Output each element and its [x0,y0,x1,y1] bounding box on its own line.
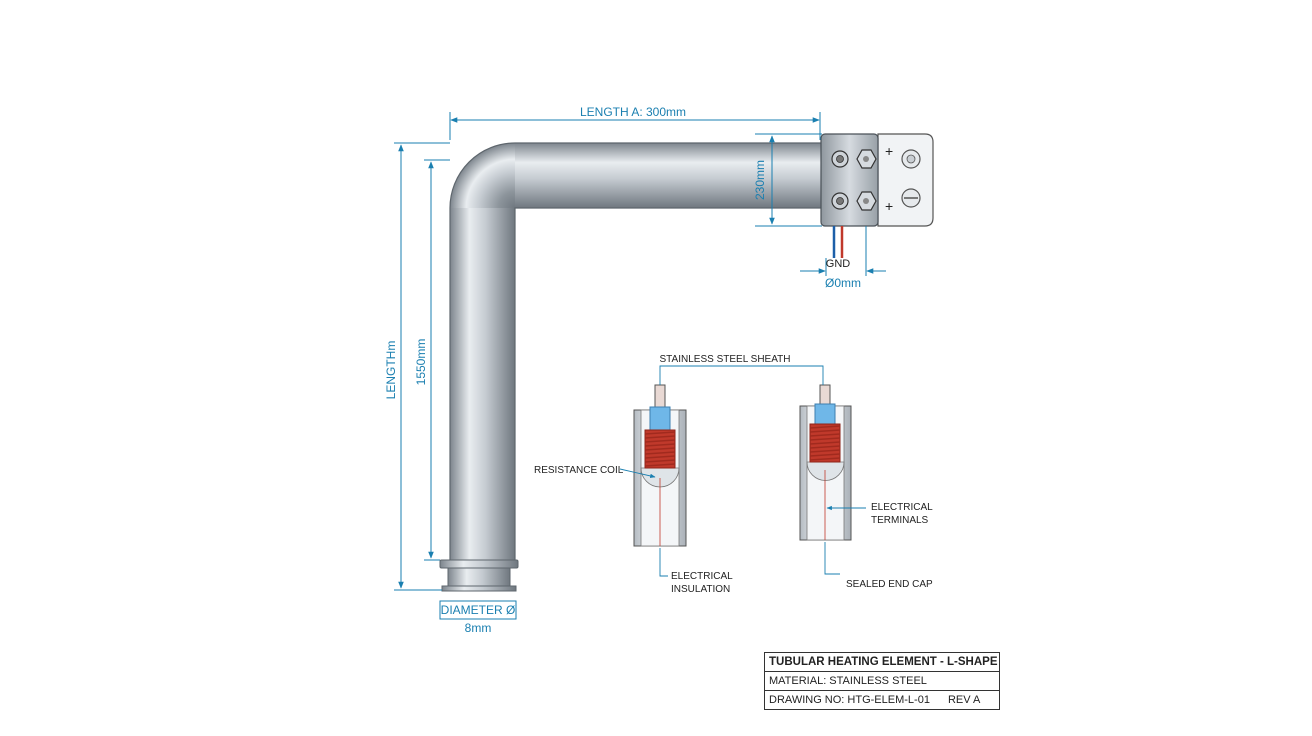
callout-electrical-insulation-line2: INSULATION [671,584,730,595]
plus-sign-bottom: + [885,198,893,214]
plus-sign-top: + [885,143,893,159]
dim-230mm: 230mm [753,160,767,200]
dim-terminal-diameter: Ø0mm [825,276,861,290]
resistance-coil-right [809,423,841,463]
dim-diameter-label: DIAMETER Ø [441,603,516,617]
terminal-box [820,133,934,258]
cross-section-right [799,384,852,541]
callout-sealed-end-cap: SEALED END CAP [846,579,933,590]
callout-leaders [619,365,866,577]
callout-electrical-terminals-line2: TERMINALS [871,515,929,526]
callout-stainless-steel-sheath: STAINLESS STEEL SHEATH [660,354,791,365]
dim-gnd: GND [826,258,851,270]
callout-electrical-insulation-line1: ELECTRICAL [671,571,733,582]
title-block-drawing-no: DRAWING NO: HTG-ELEM-L-01 [769,694,930,706]
title-block: TUBULAR HEATING ELEMENT - L-SHAPE MATERI… [764,652,1000,710]
title-block-drawing-row: DRAWING NO: HTG-ELEM-L-01 REV A [765,691,999,709]
title-block-material: MATERIAL: STAINLESS STEEL [765,672,999,691]
l-shaped-heating-pipe [439,142,821,592]
dim-1550mm: 1550mm [414,339,428,386]
title-block-title: TUBULAR HEATING ELEMENT - L-SHAPE [765,653,999,672]
dimension-lines [394,112,886,620]
callout-resistance-coil: RESISTANCE COIL [534,465,624,476]
dim-length-a: LENGTH A: 300mm [580,105,686,119]
cross-section-left [633,384,687,547]
resistance-coil-left [644,429,676,469]
dim-length-vertical: LENGTHm [384,341,398,400]
callout-electrical-terminals-line1: ELECTRICAL [871,502,933,513]
title-block-rev: REV A [947,694,981,706]
dim-diameter-value: 8mm [465,621,492,635]
